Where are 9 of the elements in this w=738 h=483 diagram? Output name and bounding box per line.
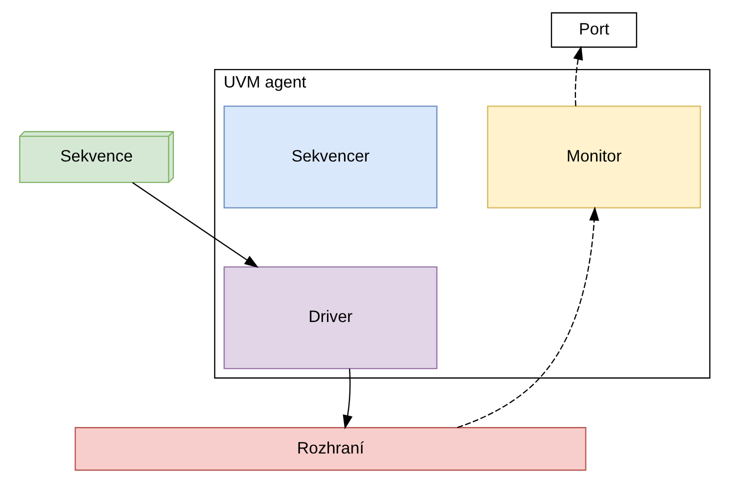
node-box: Driver xyxy=(223,266,437,370)
node-box: Port xyxy=(550,12,637,48)
node-box: Rozhraní xyxy=(74,427,586,471)
arrow xyxy=(132,182,258,268)
arrow xyxy=(342,368,352,430)
arrow xyxy=(456,206,599,428)
node-box: Sekvencer xyxy=(223,106,437,208)
arrow xyxy=(572,46,582,106)
node-box: Monitor xyxy=(486,106,700,208)
